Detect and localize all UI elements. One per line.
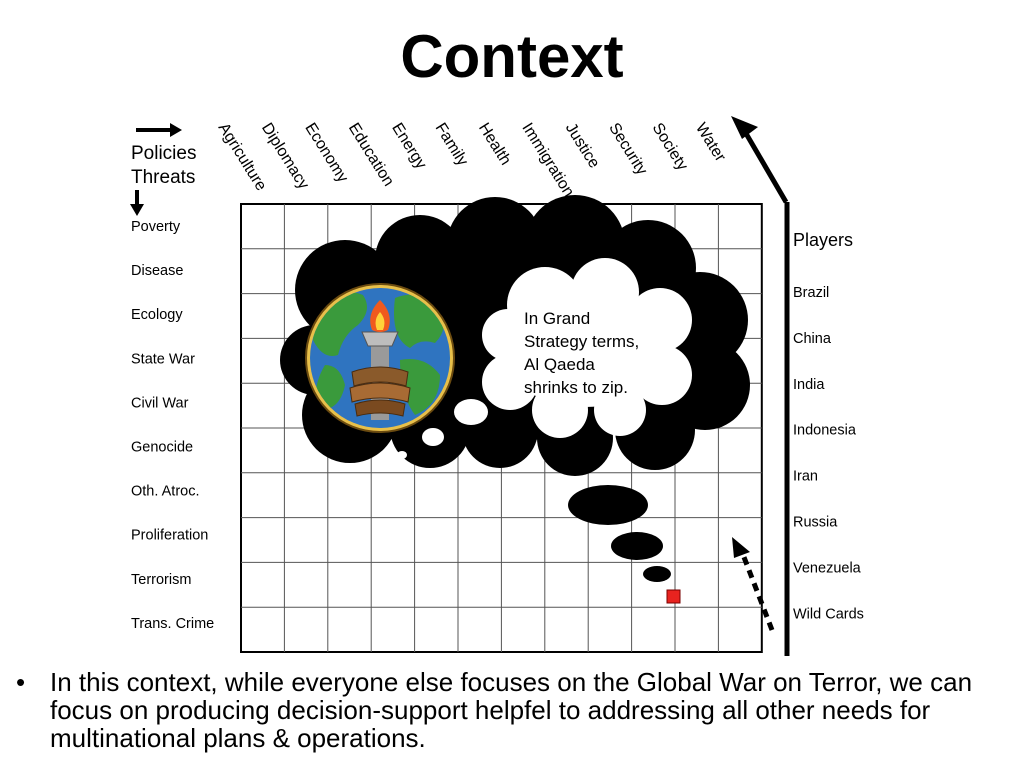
threat-label: Poverty [131,219,181,235]
player-label: Brazil [793,285,829,301]
red-marker [666,589,681,604]
policy-label: Society [649,120,691,174]
policy-label: Security [605,120,650,178]
white-trail-bubble [454,399,488,425]
player-label: Venezuela [793,560,862,576]
bullet-text: In this context, while everyone else foc… [50,667,973,753]
arrow-right-icon [136,123,182,137]
players-label: Players [793,230,853,250]
cloud-trail-bubble [611,532,663,560]
player-label: Iran [793,469,818,485]
player-label: China [793,331,832,347]
player-labels: BrazilChinaIndiaIndonesiaIranRussiaVenez… [793,285,864,622]
arrow-down-icon [130,190,144,216]
thought-bubble-line: shrinks to zip. [524,378,628,397]
threat-label: Proliferation [131,528,208,544]
white-thought-cloud [482,258,692,438]
dotted-arrow-icon [732,537,775,631]
thought-bubble-line: Al Qaeda [524,355,595,374]
globe-torch-emblem-icon [305,283,455,433]
policy-label: Family [432,120,471,169]
threat-label: Genocide [131,440,193,456]
threats-label: Threats [131,167,195,188]
threat-label: Disease [131,263,183,279]
policy-label: Economy [301,120,351,186]
threat-label: Terrorism [131,572,191,588]
arrow-up-right-icon [731,116,789,204]
threat-label: Civil War [131,395,189,411]
cloud-trail-bubble [568,485,648,525]
bullet-symbol: • [16,667,26,697]
threat-label: Trans. Crime [131,616,214,632]
policy-label: Water [692,120,729,165]
player-label: India [793,377,825,393]
policies-label: Policies [131,143,196,164]
player-label: Russia [793,515,838,531]
policy-label: Energy [388,120,429,172]
threat-label: Ecology [131,307,183,323]
thought-bubble-line: In Grand [524,309,590,328]
thought-bubble-line: Strategy terms, [524,332,639,351]
white-trail-bubble [422,428,444,446]
threat-label: Oth. Atroc. [131,484,200,500]
policy-label: Health [475,120,514,168]
threat-label: State War [131,351,195,367]
player-label: Indonesia [793,423,857,439]
white-trail-bubble [397,451,407,459]
policy-label: Justice [562,120,603,171]
cloud-trail-bubble [643,566,671,582]
policy-labels: AgricultureDiplomacyEconomyEducationEner… [215,120,729,200]
slide-title: Context [400,23,624,90]
player-label: Wild Cards [793,606,864,622]
